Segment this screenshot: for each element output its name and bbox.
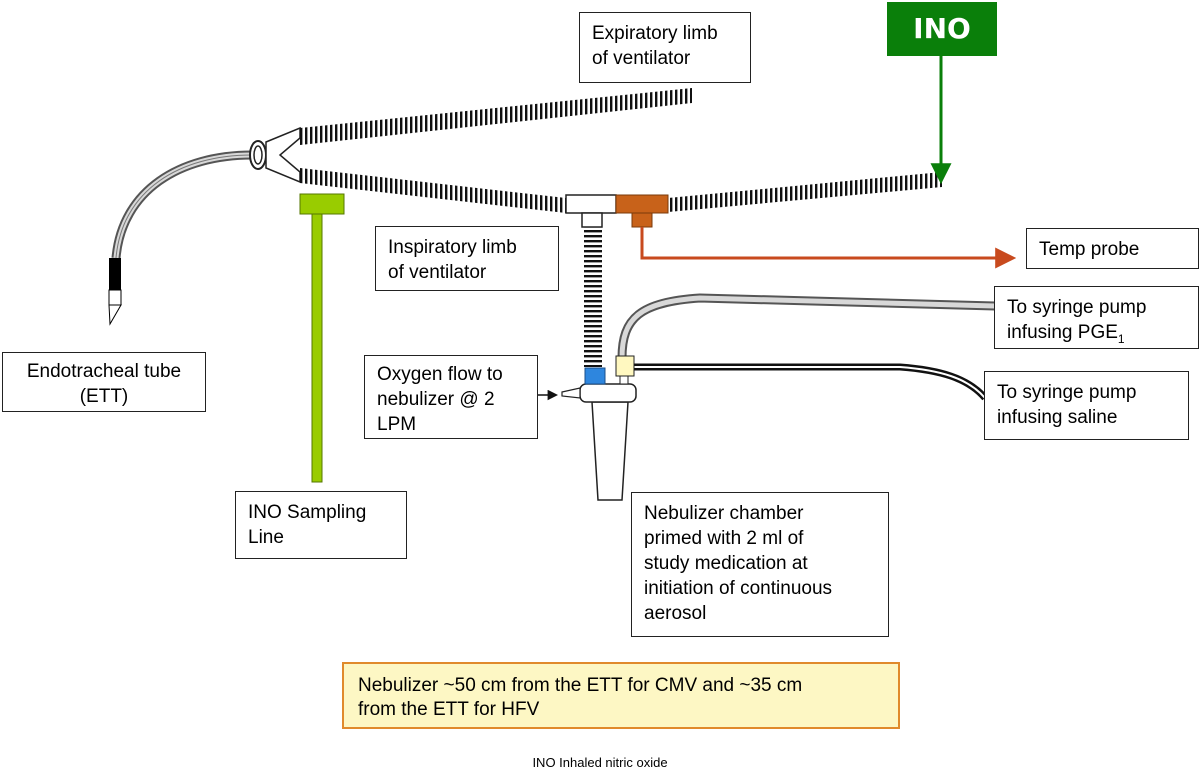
label-syringe-saline-line1: To syringe pump	[997, 382, 1137, 403]
pge-infusion-line	[617, 293, 996, 359]
label-nebulizer-line4: initiation of continuous	[644, 578, 833, 599]
t-connector	[565, 194, 617, 228]
label-oxygen-line2: nebulizer @ 2	[377, 389, 495, 410]
label-expiratory-limb: Expiratory limb of ventilator	[579, 12, 751, 83]
label-syringe-pge-line1: To syringe pump	[1007, 297, 1147, 318]
label-ino-sampling-line: INO Sampling Line	[235, 491, 407, 559]
label-ett-line2: (ETT)	[79, 386, 129, 407]
inspiratory-limb-tubing	[300, 168, 566, 213]
temp-probe-connector	[615, 194, 669, 228]
label-ett-line1: Endotracheal tube	[26, 361, 182, 382]
label-ino-sampling-line1: INO Sampling	[248, 502, 367, 523]
distance-note-line2: from the ETT for HFV	[358, 699, 540, 720]
label-syringe-pge: To syringe pump infusing PGE1	[994, 286, 1199, 349]
ino-badge: INO	[887, 2, 997, 56]
label-expiratory-line2: of ventilator	[592, 48, 691, 69]
distance-note: Nebulizer ~50 cm from the ETT for CMV an…	[342, 662, 900, 729]
label-nebulizer-line3: study medication at	[644, 553, 808, 574]
label-temp-probe: Temp probe	[1026, 228, 1199, 269]
label-syringe-pge-subscript: 1	[1117, 331, 1125, 346]
label-nebulizer-line5: aerosol	[644, 603, 707, 624]
label-ino-sampling-line2: Line	[248, 527, 284, 548]
expiratory-limb-tubing	[300, 88, 692, 145]
temp-probe-arrow	[640, 227, 1017, 269]
endotracheal-tube	[108, 150, 253, 326]
label-syringe-pge-line2-text: infusing PGE	[1007, 322, 1118, 343]
label-oxygen-line3: LPM	[377, 414, 417, 435]
label-syringe-pge-line2: infusing PGE1	[1007, 320, 1186, 352]
label-nebulizer-line1: Nebulizer chamber	[644, 503, 804, 524]
label-syringe-saline-line2: infusing saline	[997, 407, 1118, 428]
label-nebulizer-line2: primed with 2 ml of	[644, 528, 804, 549]
nebulizer-feed-tubing	[584, 227, 602, 367]
inspiratory-limb-tubing-distal	[668, 172, 942, 212]
label-oxygen-flow: Oxygen flow to nebulizer @ 2 LPM	[364, 355, 538, 439]
label-endotracheal-tube: Endotracheal tube (ETT)	[2, 352, 206, 412]
label-inspiratory-line2: of ventilator	[388, 262, 487, 283]
label-nebulizer-chamber: Nebulizer chamber primed with 2 ml of st…	[631, 492, 889, 637]
label-syringe-saline: To syringe pump infusing saline	[984, 371, 1189, 440]
nebulizer	[561, 355, 637, 501]
label-inspiratory-limb: Inspiratory limb of ventilator	[375, 226, 559, 291]
label-oxygen-line1: Oxygen flow to	[377, 364, 503, 385]
label-inspiratory-line1: Inspiratory limb	[388, 237, 517, 258]
distance-note-line1: Nebulizer ~50 cm from the ETT for CMV an…	[358, 675, 803, 696]
label-temp-probe-text: Temp probe	[1039, 239, 1140, 260]
y-piece	[265, 126, 301, 184]
ino-sampling-line	[299, 193, 345, 483]
saline-infusion-line	[634, 363, 988, 401]
label-expiratory-line1: Expiratory limb	[592, 23, 718, 44]
abbreviation-footnote: INO Inhaled nitric oxide	[532, 755, 668, 770]
